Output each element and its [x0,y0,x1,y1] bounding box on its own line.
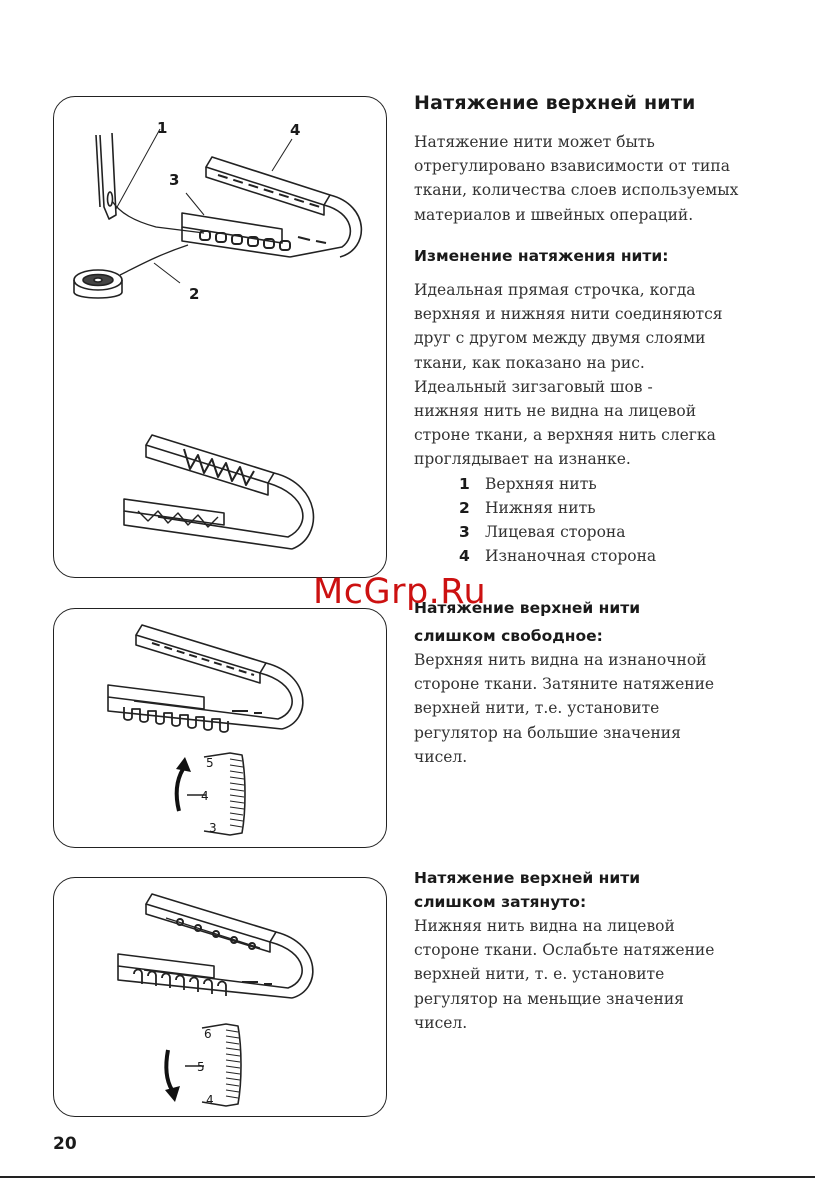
change-tension-section: Изменение натяжения нити: Идеальная прям… [414,244,774,568]
tight-tension-heading: Натяжение верхней нити слишком затянуто: [414,869,641,911]
tight-tension-illustration: 6 5 4 [117,893,314,1107]
dial-label-middle: 5 [197,1060,205,1074]
illustration-panel-loose: 5 4 3 [53,608,387,848]
callout-4: 4 [290,121,300,139]
arrow-down-icon [164,1049,174,1092]
tight-tension-section: Натяжение верхней нити слишком затянуто:… [414,866,774,1035]
needle-shape [95,134,101,208]
change-tension-heading: Изменение натяжения нити: [414,247,669,265]
balanced-tension-illustration: 1 2 3 4 [73,119,363,550]
watermark: McGrp.Ru [313,572,487,612]
dial-label-top: 5 [206,756,214,770]
arrow-up-icon [174,767,185,812]
tension-dial-tight: 6 5 4 [164,1023,242,1107]
illustration-panel-tight: 6 5 4 [53,877,387,1117]
page-number: 20 [53,1134,77,1154]
loose-tension-illustration: 5 4 3 [107,624,304,836]
dial-label-top: 6 [204,1027,212,1041]
tension-dial-loose: 5 4 3 [174,752,246,836]
dial-label-bottom: 3 [209,821,217,835]
intro-text: Натяжение нити может быть отрегулировано… [414,133,739,224]
loose-tension-section: Натяжение верхней нити слишком свободное… [414,596,774,769]
illustration-panel-balanced: 1 2 3 4 [53,96,387,578]
callout-2: 2 [189,285,199,303]
callout-1: 1 [157,119,167,137]
callout-3: 3 [169,171,179,189]
dial-label-bottom: 4 [206,1093,214,1107]
page-title: Натяжение верхней нити [414,92,696,114]
bottom-divider [0,1176,815,1178]
loose-tension-heading: Натяжение верхней нити слишком свободное… [414,599,641,645]
dial-label-middle: 4 [201,789,209,803]
